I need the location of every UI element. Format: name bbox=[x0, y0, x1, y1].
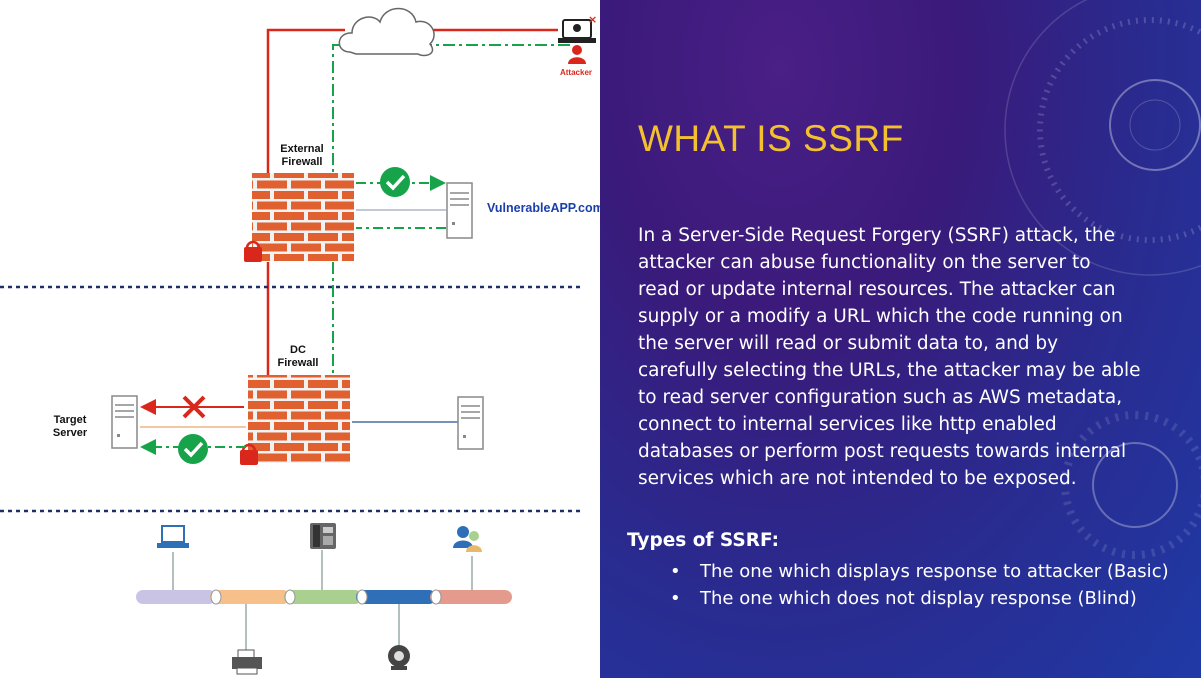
lock-icon bbox=[240, 443, 258, 465]
slide-title: WHAT IS SSRF bbox=[638, 118, 904, 159]
description-line: supply or a modify a URL which the code … bbox=[638, 306, 1123, 327]
printer-icon bbox=[232, 649, 262, 675]
description-line: attacker can abuse functionality on the … bbox=[638, 252, 1091, 273]
external-firewall-label: External Firewall bbox=[270, 143, 334, 169]
description-line: databases or perform post requests towar… bbox=[638, 441, 1127, 462]
dc-firewall-label-line1: DC bbox=[290, 344, 306, 356]
dc-firewall-label-line2: Firewall bbox=[277, 357, 319, 369]
attacker-label: Attacker bbox=[559, 68, 592, 77]
ip-phone-icon bbox=[310, 523, 336, 549]
description-line: the server will read or submit data to, … bbox=[638, 333, 1059, 354]
ssrf-network-diagram: × bbox=[0, 0, 604, 678]
description-line: to read server configuration such as AWS… bbox=[638, 387, 1123, 408]
target-server-label-line1: Target bbox=[53, 414, 87, 426]
attack-path-line bbox=[266, 28, 345, 178]
bullet-icon: • bbox=[670, 561, 681, 582]
dc-firewall-icon bbox=[240, 375, 350, 465]
response-path-line bbox=[332, 44, 570, 380]
decorative-rings bbox=[1004, 0, 1201, 559]
network-bus bbox=[136, 589, 512, 605]
bullet-icon: • bbox=[670, 588, 681, 609]
internal-server-icon bbox=[457, 396, 484, 450]
check-icon bbox=[380, 167, 410, 197]
target-server-icon bbox=[111, 395, 138, 449]
check-icon bbox=[178, 434, 208, 464]
internet-cloud-icon bbox=[338, 7, 435, 57]
svg-text:×: × bbox=[588, 13, 597, 26]
description-line: read or update internal resources. The a… bbox=[638, 279, 1116, 300]
type-blind: The one which does not display response … bbox=[700, 588, 1137, 609]
vulnerable-app-server-icon bbox=[446, 182, 473, 239]
slide-panel: WHAT IS SSRF In a Server-Side Request Fo… bbox=[600, 0, 1201, 678]
vulnerable-app-label: VulnerableAPP.com bbox=[487, 201, 604, 215]
ssrf-description: In a Server-Side Request Forgery (SSRF) … bbox=[638, 222, 1168, 492]
external-firewall-label-line1: External bbox=[280, 143, 324, 155]
diagram-canvas: × bbox=[0, 7, 597, 675]
blocked-x-icon bbox=[182, 395, 206, 419]
target-server-label: Target Server bbox=[40, 414, 100, 440]
types-heading: Types of SSRF: bbox=[627, 530, 780, 551]
types-list-item: • The one which displays response to atta… bbox=[670, 558, 1169, 585]
laptop-icon bbox=[157, 525, 189, 548]
external-firewall-icon bbox=[244, 173, 354, 262]
target-server-label-line2: Server bbox=[52, 427, 88, 439]
lock-icon bbox=[244, 240, 262, 262]
types-list: • The one which displays response to atta… bbox=[670, 558, 1169, 612]
description-line: In a Server-Side Request Forgery (SSRF) … bbox=[638, 225, 1115, 246]
webcam-icon bbox=[388, 645, 410, 670]
attacker-icon: × bbox=[558, 13, 597, 64]
external-firewall-label-line2: Firewall bbox=[281, 156, 323, 168]
description-line: carefully selecting the URLs, the attack… bbox=[638, 360, 1141, 381]
users-group-icon bbox=[453, 526, 482, 552]
dc-firewall-label: DC Firewall bbox=[266, 344, 330, 370]
description-line: connect to internal services like http e… bbox=[638, 414, 1057, 435]
types-list-item: • The one which does not display response… bbox=[670, 585, 1169, 612]
type-basic: The one which displays response to attac… bbox=[700, 561, 1169, 582]
description-line: services which are not intended to be ex… bbox=[638, 468, 1077, 489]
